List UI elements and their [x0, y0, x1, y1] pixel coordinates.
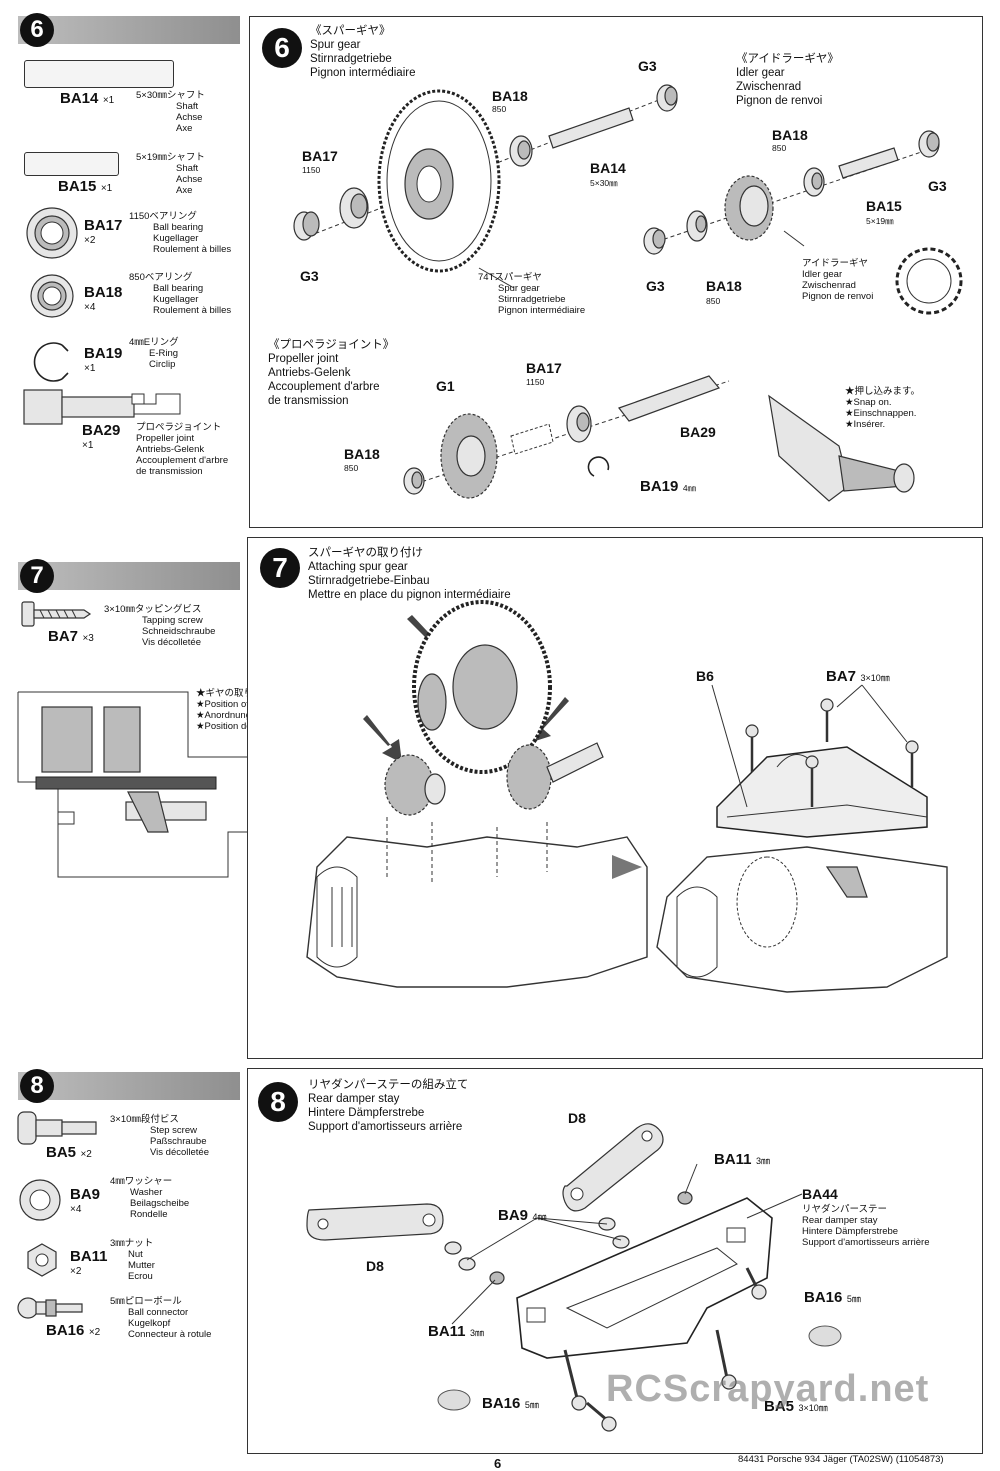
part-ba15: BA15 ×1 5×19㎜シャフト Shaft Achse Axe — [24, 150, 246, 200]
label-ba29: BA29 — [680, 424, 716, 440]
label-d8: D8 — [366, 1258, 384, 1274]
label-g1: G1 — [436, 378, 455, 394]
bearing-icon — [30, 274, 74, 318]
part-ba18: BA18 ×4 850ベアリング Ball bearing Kugellager… — [24, 268, 246, 323]
washer-icon — [19, 1179, 61, 1221]
snap-on-note: ★押し込みます。★Snap on.★Einschnappen.★Insérer. — [845, 386, 921, 430]
bearing-icon — [26, 207, 78, 259]
label-ba15: BA15 — [866, 198, 902, 214]
part-ba14: BA14 ×1 5×30㎜シャフト Shaft Achse Axe — [24, 58, 246, 138]
step6-bar — [18, 16, 240, 44]
rear-damper-stay-diagram — [306, 1123, 842, 1432]
part-ba17: BA17 ×2 1150ベアリング Ball bearing Kugellage… — [24, 205, 246, 265]
label-ba17: BA17 — [526, 360, 562, 376]
page-number: 6 — [494, 1456, 502, 1471]
part-ba29: BA29 ×1 プロペラジョイント Propeller joint Antrie… — [23, 388, 246, 488]
part-ba16: BA16 ×2 5㎜ピローボール Ball connector Kugelkop… — [17, 1294, 242, 1349]
label-ba19: BA19 4㎜ — [640, 478, 697, 495]
step7-bar — [18, 562, 240, 590]
step7-big-number: 7 — [260, 548, 300, 588]
label-ba5: BA5 3×10㎜ — [764, 1398, 828, 1415]
step8-big-number: 8 — [258, 1082, 298, 1122]
label-g3: G3 — [928, 178, 947, 194]
step6-big-number: 6 — [262, 28, 302, 68]
label-ba11: BA11 3㎜ — [428, 1323, 484, 1340]
label-ba14: BA14 — [590, 160, 626, 176]
label-ba18: BA18 — [772, 127, 808, 143]
shaft-icon — [24, 60, 174, 88]
part-ba11: BA11 ×2 3㎜ナット Nut Mutter Ecrou — [18, 1238, 242, 1288]
spur-gear-diagram — [293, 84, 963, 502]
label-d8: D8 — [568, 1110, 586, 1126]
label-ba9: BA9 4㎜ — [498, 1207, 547, 1224]
label-ba18: BA18 — [344, 446, 380, 462]
shaft-icon — [24, 152, 119, 176]
step6-panel — [249, 16, 983, 528]
part-ba19: BA19 ×1 4㎜Eリング E-Ring Circlip — [24, 335, 246, 385]
propeller-joint-icon — [23, 389, 181, 425]
gear-position-view — [17, 682, 277, 878]
nut-icon — [27, 1243, 57, 1277]
attaching-spur-gear-diagram — [306, 600, 948, 993]
label-ba18: BA18 — [492, 88, 528, 104]
step8-bar — [18, 1072, 240, 1100]
step7-number: 7 — [20, 559, 54, 593]
step-screw-icon — [17, 1111, 97, 1145]
label-ba7: BA7 3×10㎜ — [826, 668, 890, 685]
label-ba16: BA16 5㎜ — [804, 1289, 861, 1306]
label-g3: G3 — [646, 278, 665, 294]
label-g3: G3 — [638, 58, 657, 74]
label-b6: B6 — [696, 668, 714, 684]
label-ba44: BA44 — [802, 1186, 838, 1202]
label-ba17: BA17 — [302, 148, 338, 164]
label-ba11: BA11 3㎜ — [714, 1151, 770, 1168]
part-ba7: BA7 ×3 3×10㎜タッピングビス Tapping screw Schnei… — [21, 600, 244, 660]
e-ring-icon — [33, 342, 69, 382]
label-g3: G3 — [300, 268, 319, 284]
label-ba18: BA18 — [706, 278, 742, 294]
watermark: RCScrapyard.net — [606, 1368, 930, 1410]
part-code: BA14 — [60, 90, 99, 107]
step8-number: 8 — [20, 1069, 54, 1103]
part-ba9: BA9 ×4 4㎜ワッシャー Washer Beilagscheibe Rond… — [18, 1176, 242, 1231]
model-footer: 84431 Porsche 934 Jäger (TA02SW) (110548… — [738, 1454, 944, 1465]
part-ba5: BA5 ×2 3×10㎜段付ビス Step screw Paßschraube … — [17, 1111, 242, 1172]
tapping-screw-icon — [21, 601, 92, 627]
step6-number: 6 — [20, 13, 54, 47]
label-ba16: BA16 5㎜ — [482, 1395, 539, 1412]
ball-connector-icon — [17, 1297, 83, 1319]
